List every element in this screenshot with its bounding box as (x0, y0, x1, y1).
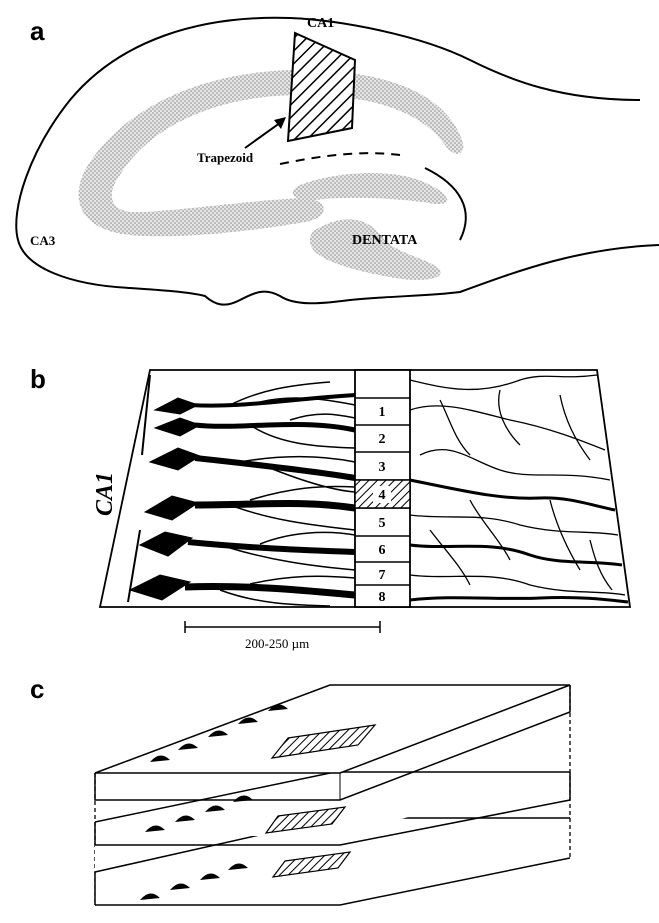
panel-c: c (30, 674, 570, 908)
distal-dendrites (410, 375, 628, 602)
ca-pyramidal-band (79, 70, 464, 236)
panel-c-letter: c (30, 674, 44, 704)
slice-number: 3 (379, 460, 386, 475)
slice-number-highlighted: 4 (379, 488, 386, 503)
slice-number: 6 (379, 543, 386, 558)
scale-bar-label: 200-250 µm (245, 636, 309, 651)
fissure-dashed-line (280, 153, 400, 164)
label-ca1-vertical: CA1 (92, 472, 118, 516)
neuron-6 (130, 575, 355, 606)
neuron-2 (155, 414, 355, 448)
dentate-band (293, 173, 447, 204)
pyramidal-neurons (130, 382, 355, 606)
neuron-1 (155, 382, 355, 414)
label-trapezoid: Trapezoid (197, 150, 254, 165)
label-ca1: CA1 (307, 16, 334, 31)
label-dentata: DENTATA (352, 233, 418, 248)
neuron-3 (150, 448, 355, 492)
slice-number: 7 (379, 568, 386, 583)
arrowhead-icon (274, 117, 286, 129)
slice-number: 5 (379, 516, 386, 531)
panel-a: a CA1 Trapezoid CA3 DENTATA (16, 16, 659, 305)
trapezoid-shape (288, 33, 355, 141)
neuron-5 (140, 532, 355, 570)
fissure-line (425, 168, 466, 240)
neuron-4 (145, 486, 355, 530)
dentate-lower-band (310, 219, 441, 280)
slice-number: 2 (379, 432, 386, 447)
scale-bar: 200-250 µm (185, 621, 380, 651)
slice-number: 8 (379, 590, 386, 605)
panel-a-letter: a (30, 16, 45, 46)
panel-b-letter: b (30, 364, 46, 394)
slice-number: 1 (379, 405, 386, 420)
panel-b: b CA1 (30, 364, 630, 651)
label-ca3: CA3 (30, 233, 56, 248)
